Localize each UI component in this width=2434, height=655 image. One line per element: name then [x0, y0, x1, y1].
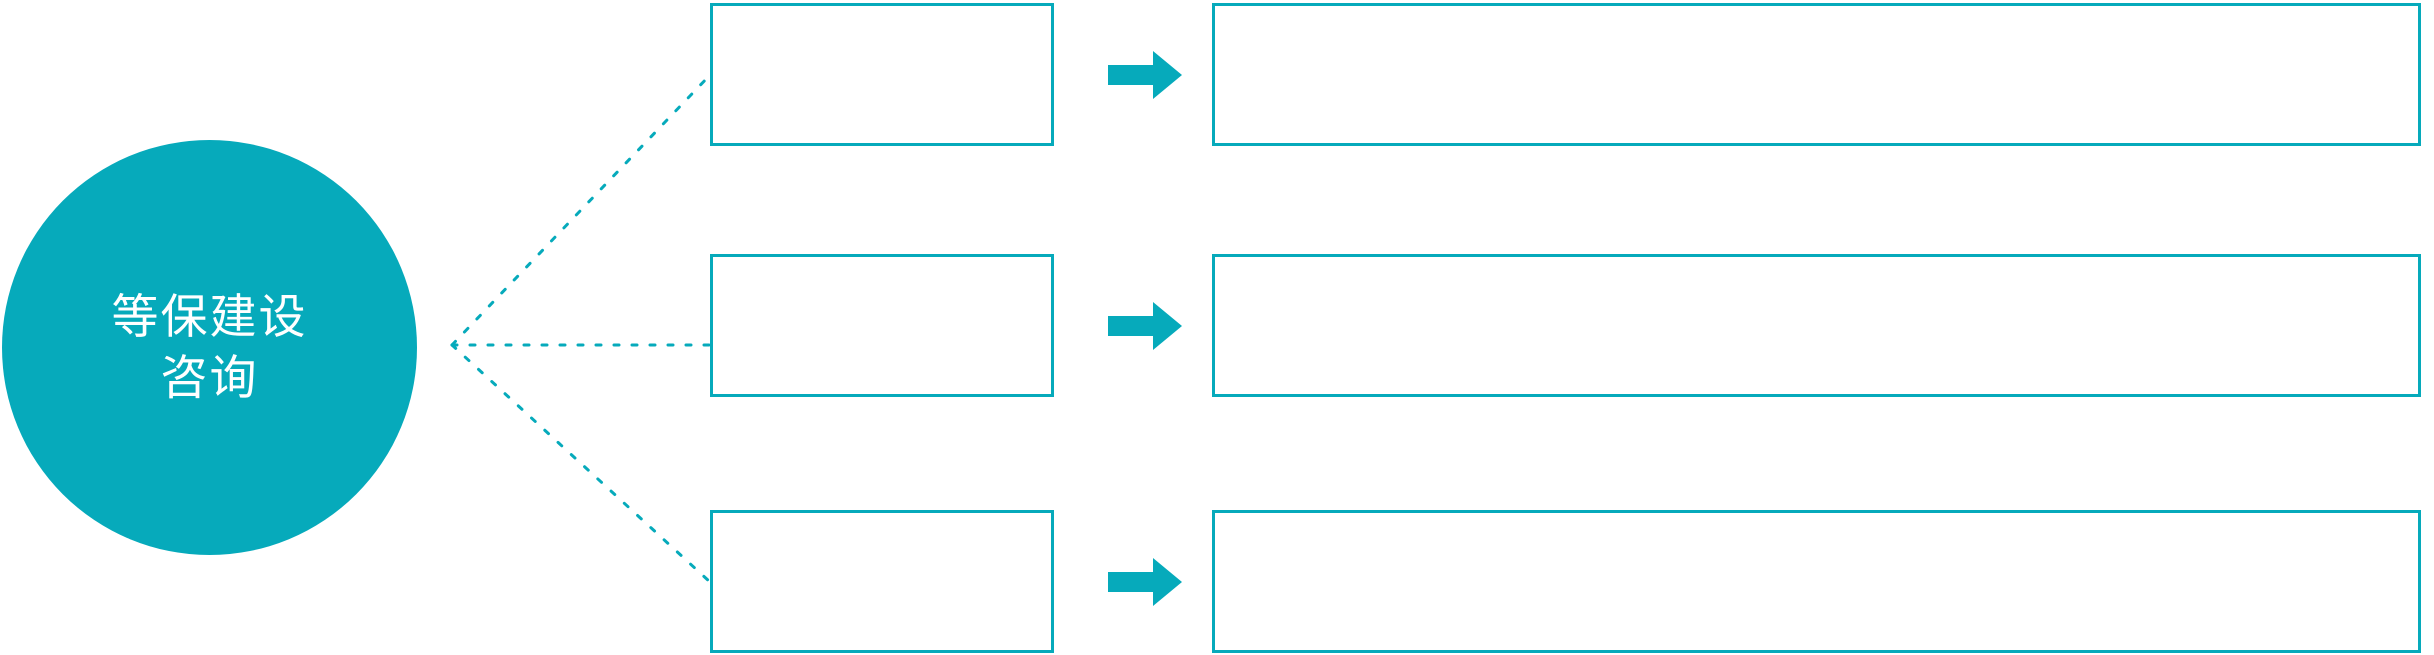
- hub-label-line-2: 咨询: [160, 350, 259, 404]
- connector-branch-1: [450, 73, 712, 347]
- connector-branch-3: [450, 343, 712, 584]
- hub-label-line-1: 等保建设: [111, 290, 308, 344]
- right-block-arrow-3: [1108, 558, 1182, 606]
- detail-box-1[interactable]: [1212, 3, 2421, 146]
- right-block-arrow-2: [1108, 302, 1182, 350]
- stage-box-3[interactable]: [710, 510, 1054, 653]
- hub-circle[interactable]: 等保建设 咨询: [2, 140, 417, 555]
- right-block-arrow-1: [1108, 51, 1182, 99]
- detail-box-3[interactable]: [1212, 510, 2421, 653]
- stage-box-1[interactable]: [710, 3, 1054, 146]
- detail-box-2[interactable]: [1212, 254, 2421, 397]
- stage-box-2[interactable]: [710, 254, 1054, 397]
